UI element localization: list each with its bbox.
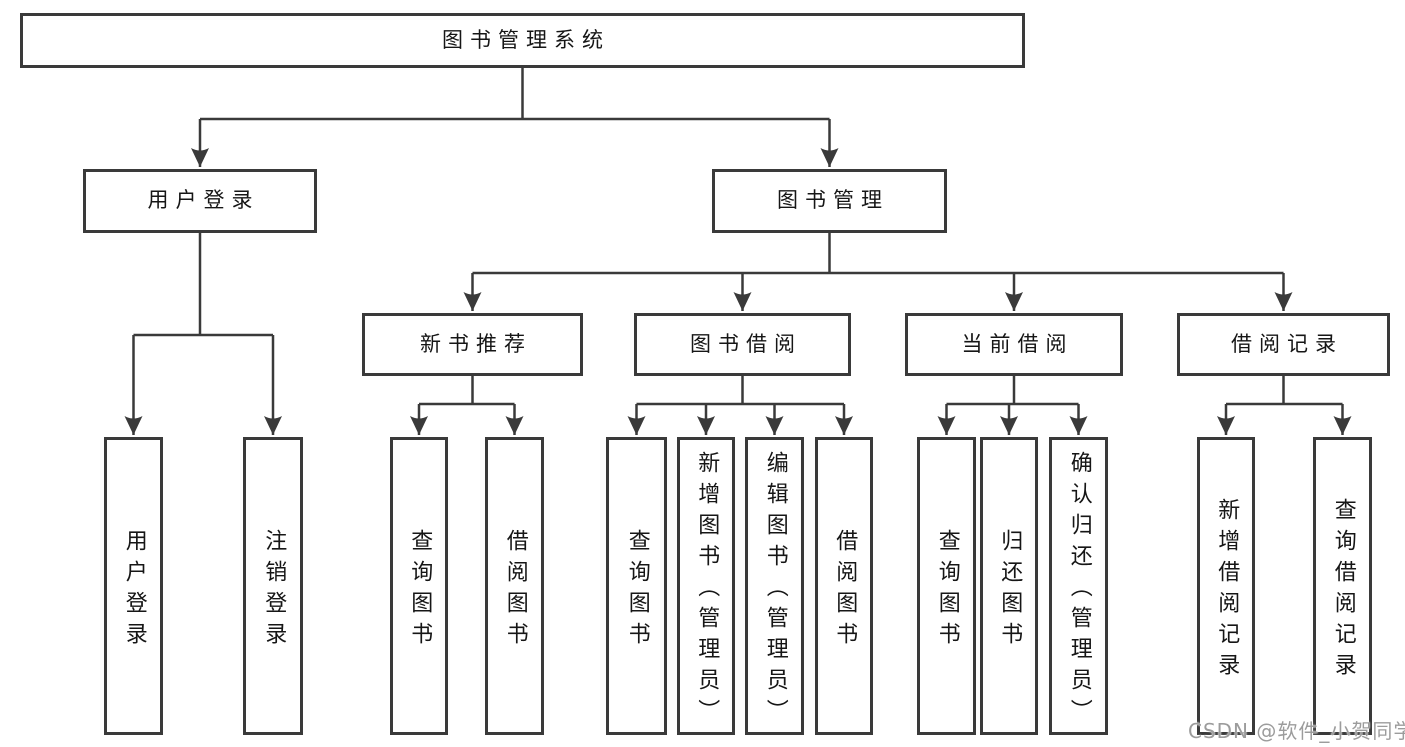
node-current-borrow: 当前借阅 — [905, 313, 1123, 376]
leaf-return-book: 归还图书 — [980, 437, 1038, 735]
leaf-confirm-return-admin-label: 确认归还（管理员） — [1066, 451, 1092, 730]
leaf-query-book-1: 查询图书 — [390, 437, 448, 735]
node-book-management-label: 图书管理 — [777, 188, 889, 213]
trunk-current-borrow — [946, 376, 1079, 406]
leaf-query-book-1-label: 查询图书 — [407, 528, 433, 653]
trunk-new-book — [419, 376, 515, 406]
leaf-add-borrow-record: 新增借阅记录 — [1197, 437, 1255, 735]
trunk-book-mgmt — [472, 233, 1284, 275]
csdn-watermark: CSDN @软件_小贺同学 — [1188, 719, 1405, 743]
node-book-borrow: 图书借阅 — [634, 313, 851, 376]
node-current-borrow-label: 当前借阅 — [961, 331, 1074, 356]
node-new-book-recommend: 新书推荐 — [362, 313, 583, 376]
leaf-borrow-book-1: 借阅图书 — [485, 437, 544, 735]
node-root-label: 图书管理系统 — [442, 27, 610, 52]
leaf-borrow-book-2-label: 借阅图书 — [832, 528, 858, 653]
leaf-logout: 注销登录 — [243, 437, 303, 735]
leaf-return-book-label: 归还图书 — [997, 528, 1023, 653]
leaf-borrow-book-1-label: 借阅图书 — [502, 528, 528, 653]
leaf-add-book-admin: 新增图书（管理员） — [677, 437, 735, 735]
leaf-add-borrow-record-label: 新增借阅记录 — [1214, 497, 1240, 684]
leaf-user-login: 用户登录 — [104, 437, 163, 735]
leaf-add-book-admin-label: 新增图书（管理员） — [694, 451, 720, 730]
node-book-management: 图书管理 — [712, 169, 947, 233]
leaf-confirm-return-admin: 确认归还（管理员） — [1049, 437, 1108, 735]
leaf-query-book-2: 查询图书 — [606, 437, 667, 735]
leaf-user-login-label: 用户登录 — [121, 528, 147, 653]
leaf-edit-book-admin: 编辑图书（管理员） — [745, 437, 804, 735]
leaf-query-book-2-label: 查询图书 — [624, 528, 650, 653]
node-borrow-records-label: 借阅记录 — [1231, 331, 1343, 356]
node-book-borrow-label: 图书借阅 — [690, 331, 802, 356]
node-borrow-records: 借阅记录 — [1177, 313, 1390, 376]
leaf-logout-label: 注销登录 — [261, 528, 287, 653]
trunk-borrow-records — [1226, 376, 1343, 406]
leaf-borrow-book-2: 借阅图书 — [815, 437, 873, 735]
leaf-query-book-3-label: 查询图书 — [934, 528, 960, 653]
node-user-login: 用户登录 — [83, 169, 317, 233]
trunk-user-login — [133, 233, 273, 337]
leaf-edit-book-admin-label: 编辑图书（管理员） — [762, 451, 788, 730]
node-user-login-label: 用户登录 — [147, 188, 260, 213]
node-root: 图书管理系统 — [20, 13, 1025, 68]
leaf-query-borrow-record: 查询借阅记录 — [1313, 437, 1372, 735]
node-new-book-recommend-label: 新书推荐 — [420, 331, 532, 356]
trunk-book-borrow — [636, 376, 844, 406]
leaf-query-book-3: 查询图书 — [917, 437, 976, 735]
leaf-query-borrow-record-label: 查询借阅记录 — [1330, 497, 1356, 684]
trunk-root — [200, 68, 830, 121]
